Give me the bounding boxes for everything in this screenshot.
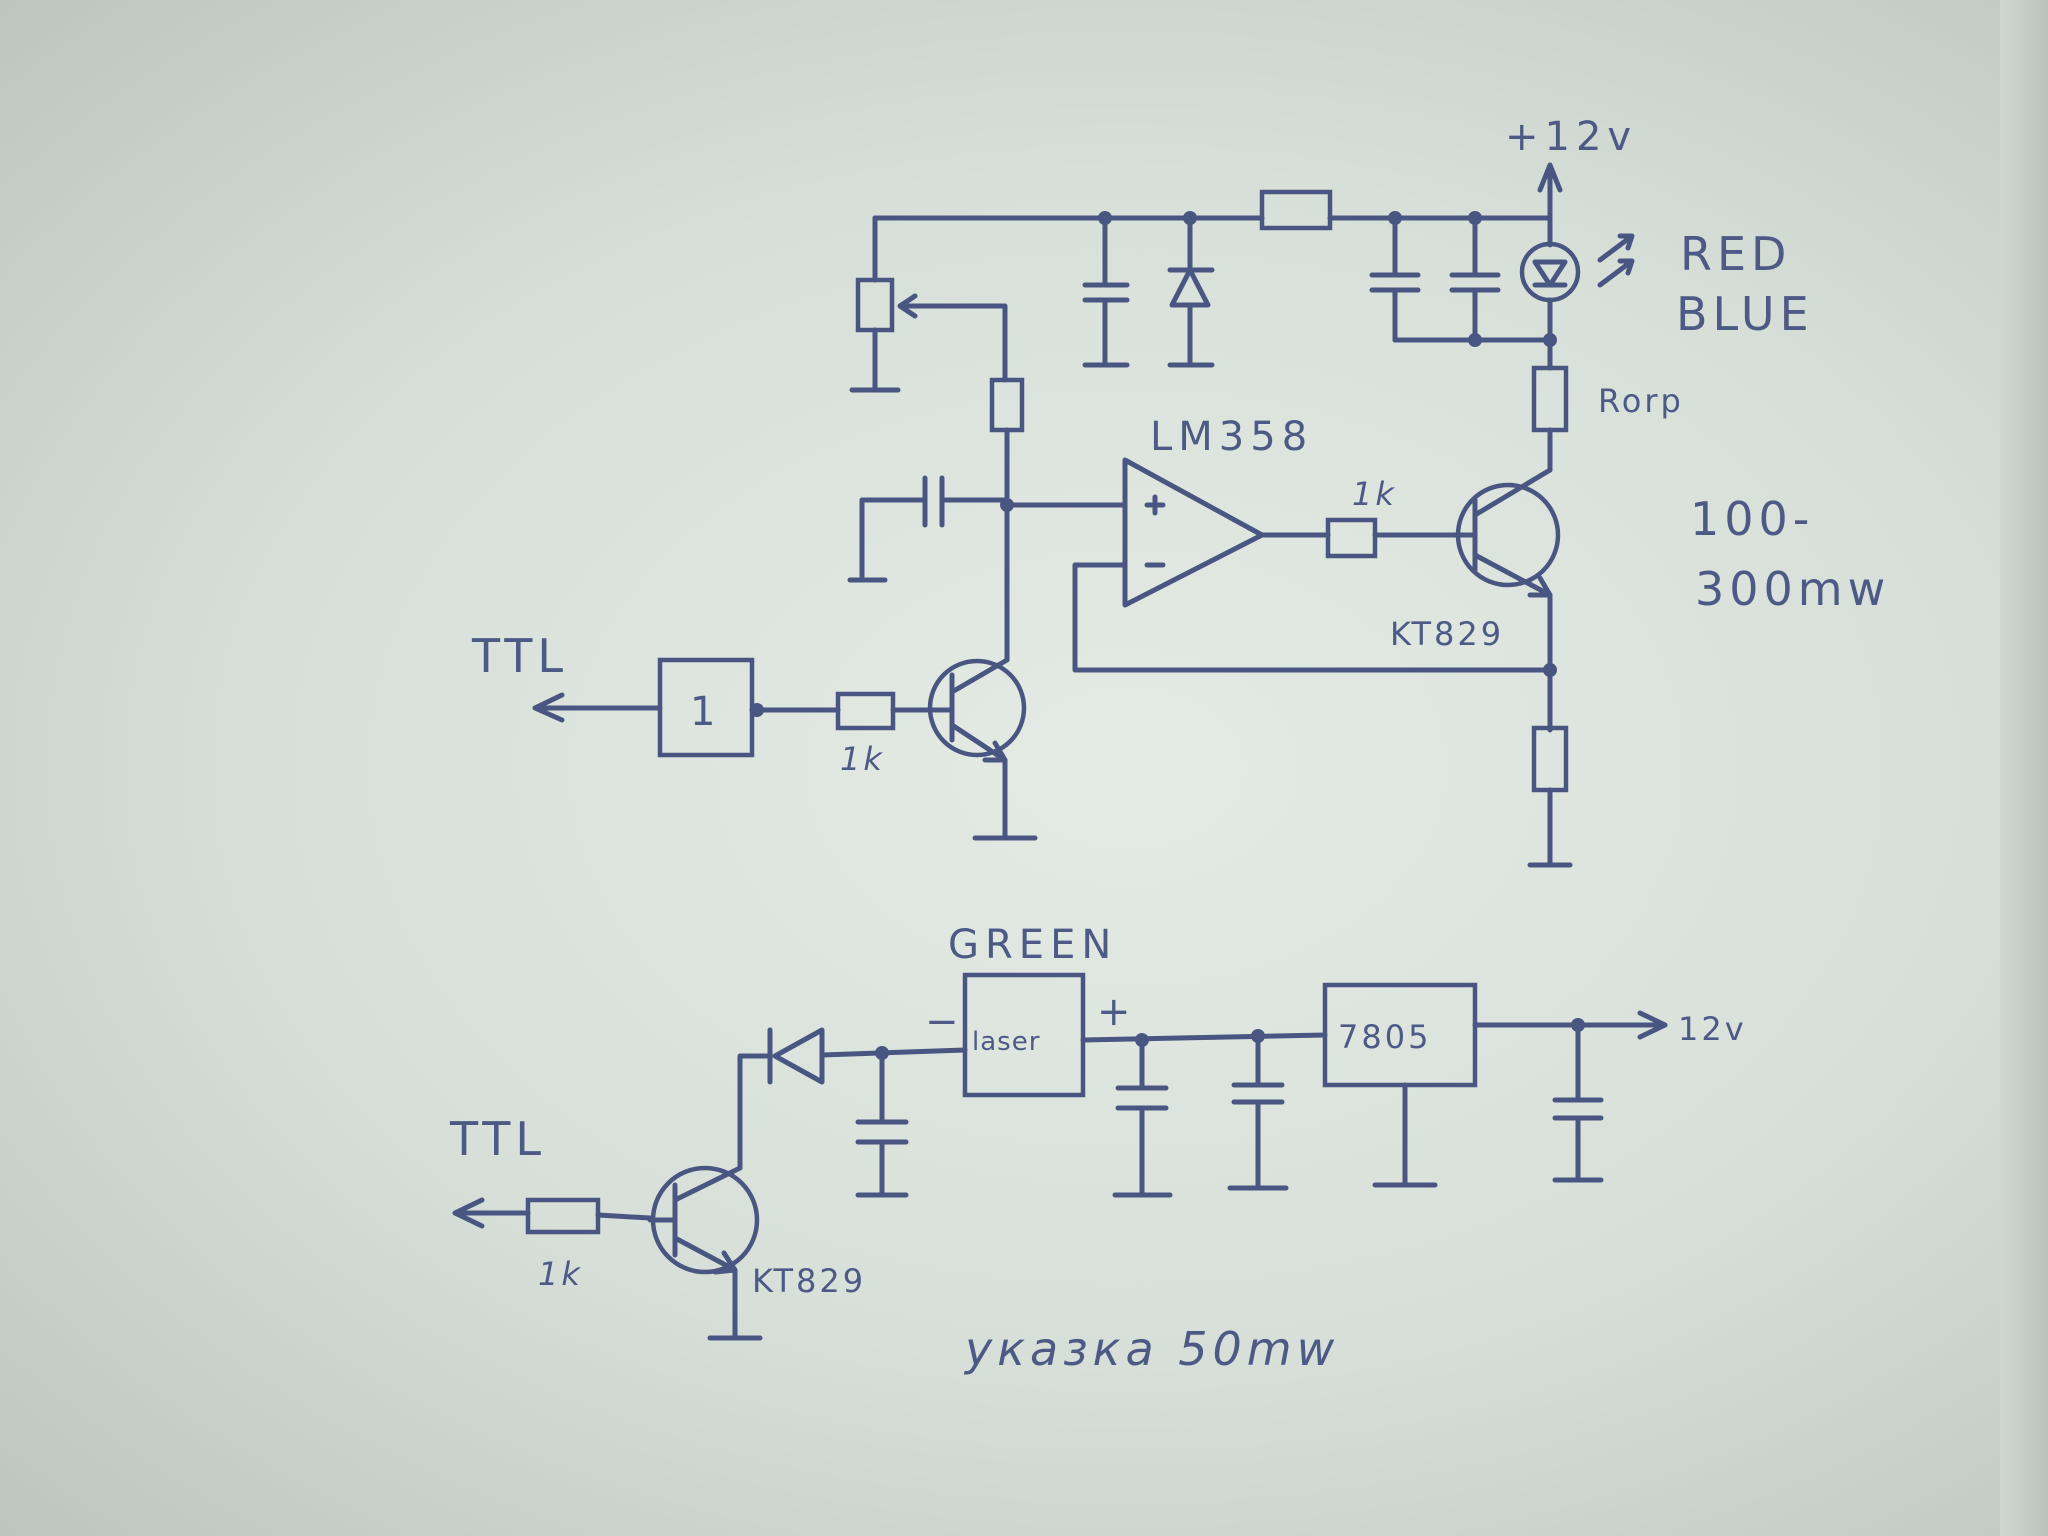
- transistor-bottom-icon: [647, 1165, 760, 1275]
- led-capacitor-2: [1449, 215, 1501, 343]
- laser-led-icon: [1519, 215, 1635, 343]
- current-limit-resistor: [1531, 365, 1569, 433]
- label-supply-bottom: 12v: [1678, 1010, 1747, 1048]
- laser-module-box: [962, 972, 1086, 1098]
- junction-dot: [875, 1046, 889, 1060]
- junction-dot: [1388, 211, 1402, 225]
- label-transistor-top: KT829: [1390, 615, 1504, 653]
- label-led-blue: BLUE: [1676, 287, 1814, 341]
- transistor-input-icon: [927, 657, 1027, 763]
- label-ttl-bottom: TTL: [449, 1112, 546, 1166]
- transistor-top-icon: [1452, 467, 1561, 598]
- bottom-ground-wire: [707, 1267, 763, 1341]
- sheet-edge: [2000, 0, 2048, 1536]
- supply-arrow: [1537, 162, 1563, 221]
- label-r-input-top: 1k: [840, 740, 885, 778]
- led-capacitor-1: [1369, 215, 1421, 343]
- coupling-capacitor: [847, 475, 1010, 583]
- junction-dot: [1135, 1033, 1149, 1047]
- pot-wire: [849, 215, 901, 393]
- junction-dot: [1183, 211, 1197, 225]
- opamp-lm358: [1122, 457, 1265, 608]
- ttl-input-arrow-top: [532, 692, 663, 723]
- input-resistor-top: [835, 691, 896, 731]
- junction-dot: [750, 703, 764, 717]
- bottom-circuit: [452, 972, 1668, 1341]
- label-r-input-bottom: 1k: [538, 1255, 583, 1293]
- label-r-limit: Rorp: [1598, 382, 1684, 420]
- cap-bottom-left: [855, 1050, 909, 1198]
- label-regulator: 7805: [1338, 1018, 1431, 1056]
- diode-wire: [737, 1053, 773, 1171]
- supply-arrow-bottom: [1637, 1010, 1668, 1040]
- sense-resistor: [1531, 725, 1569, 793]
- junction-dot: [1251, 1029, 1265, 1043]
- input-ground-wire: [972, 757, 1038, 841]
- label-r-base-top: 1k: [1352, 475, 1397, 513]
- regulator-ground: [1372, 1082, 1438, 1188]
- label-supply-top: +12v: [1505, 114, 1637, 160]
- label-laser-minus: −: [925, 999, 965, 1045]
- diode-icon: [767, 1027, 825, 1085]
- laser-plus-wire: [1080, 1032, 1328, 1043]
- label-caption: указка 50mw: [963, 1322, 1339, 1376]
- label-laser-box: laser: [972, 1027, 1040, 1057]
- bias-resistor: [989, 377, 1025, 433]
- junction-dot: [1098, 211, 1112, 225]
- label-power-line1: 100-: [1690, 492, 1814, 546]
- pot-wiper: [897, 293, 1008, 383]
- rail-resistor: [1259, 189, 1333, 231]
- labels: +12v RED BLUE Rorp LM358 1k 100- 300mw K…: [449, 114, 1890, 1376]
- cap-bottom-1: [1112, 1037, 1173, 1198]
- filter-capacitor: [1082, 215, 1130, 368]
- label-ttl-top: TTL: [471, 629, 568, 683]
- label-led-red: RED: [1680, 227, 1791, 281]
- cap-bottom-3: [1552, 1022, 1604, 1183]
- junction-dot: [1468, 211, 1482, 225]
- label-power-line2: 300mw: [1695, 562, 1890, 616]
- label-laser-plus: +: [1097, 989, 1137, 1035]
- base-resistor: [1325, 517, 1378, 559]
- junction-dot: [1543, 663, 1557, 677]
- potentiometer: [855, 277, 895, 333]
- junction-dot: [1468, 333, 1482, 347]
- label-transistor-bottom: KT829: [752, 1262, 866, 1300]
- label-green: GREEN: [948, 922, 1117, 968]
- label-opamp: LM358: [1150, 414, 1313, 460]
- cap-bottom-2: [1227, 1033, 1289, 1191]
- zener-diode: [1167, 215, 1215, 368]
- top-circuit: [532, 162, 1635, 868]
- junction-dot: [1571, 1018, 1585, 1032]
- ttl-input-arrow-bottom: [452, 1197, 653, 1229]
- laser-minus-wire: [819, 1047, 968, 1058]
- input-resistor-bottom: [525, 1197, 601, 1235]
- label-inverter: 1: [690, 689, 721, 735]
- feedback-wire: [1072, 562, 1553, 673]
